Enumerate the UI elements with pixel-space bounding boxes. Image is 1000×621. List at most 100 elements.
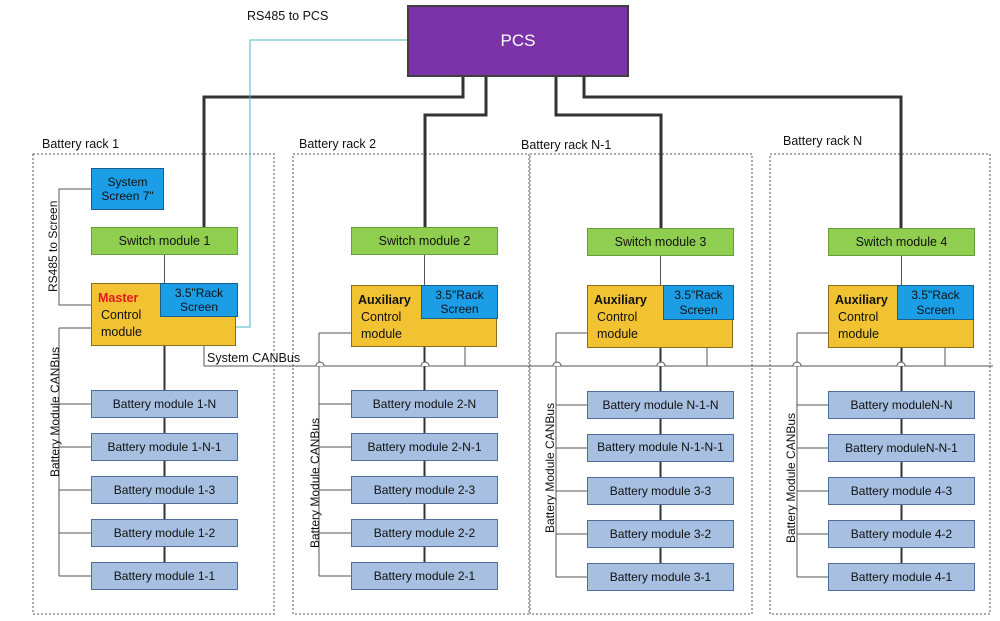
canbus-crossing-2 bbox=[420, 361, 430, 367]
battery-module-canbus-label-2: Battery Module CANBus bbox=[308, 417, 322, 548]
control-line3: module bbox=[838, 327, 879, 341]
system-screen-line2: Screen 7" bbox=[101, 189, 154, 203]
pcs-line-rack2 bbox=[423, 77, 488, 227]
battery-module: Battery module 4-1 bbox=[828, 563, 975, 591]
battery-module-canbus-label-3: Battery Module CANBus bbox=[543, 402, 557, 533]
battery-module: Battery moduleN-N bbox=[828, 391, 975, 419]
canbus-crossing-4 bbox=[656, 361, 666, 367]
switch-module-label: Switch module 4 bbox=[855, 234, 948, 249]
control-line3: module bbox=[361, 327, 402, 341]
canbus-crossing-1 bbox=[315, 361, 325, 367]
battery-module-label: Battery module N-1-N-1 bbox=[597, 440, 724, 455]
battery-module-label: Battery module 1-N-1 bbox=[107, 439, 222, 454]
rs485-pcs-line bbox=[236, 39, 407, 328]
switch-module-4: Switch module 4 bbox=[828, 228, 975, 256]
battery-module: Battery module 4-2 bbox=[828, 520, 975, 548]
switch-module-2: Switch module 2 bbox=[351, 227, 498, 255]
rack-screen-line2: Screen bbox=[179, 300, 219, 314]
battery-module: Battery module N-1-N-1 bbox=[587, 434, 734, 462]
battery-module: Battery module 1-1 bbox=[91, 562, 238, 590]
canbus-crossing-5 bbox=[792, 361, 802, 367]
battery-module-canbus-label-4: Battery Module CANBus bbox=[784, 412, 798, 543]
rack-screen-line2: Screen bbox=[679, 302, 718, 317]
battery-module: Battery module 3-2 bbox=[587, 520, 734, 548]
battery-module-label: Battery module 4-1 bbox=[850, 569, 953, 584]
battery-module: Battery module 2-N bbox=[351, 390, 498, 418]
rs485-screen-line bbox=[58, 188, 91, 306]
battery-module: Battery module 4-3 bbox=[828, 477, 975, 505]
rack-screen-line1: 3.5"Rack bbox=[911, 288, 960, 303]
battery-module-label: Battery module 3-3 bbox=[609, 483, 712, 498]
battery-module: Battery module N-1-N bbox=[587, 391, 734, 419]
system-screen-line1: System bbox=[107, 174, 148, 189]
rack-title-1: Battery rack 1 bbox=[42, 137, 120, 151]
rack-screen-line2: Screen bbox=[440, 302, 479, 316]
switch-module-label: Switch module 3 bbox=[614, 234, 707, 249]
control-line2: Control bbox=[361, 310, 402, 324]
switch-module-label: Switch module 2 bbox=[378, 233, 471, 248]
battery-module-label: Battery module 2-2 bbox=[373, 525, 476, 540]
rack-screen-line1: 3.5"Rack bbox=[435, 287, 484, 302]
rack-frame-3 bbox=[529, 153, 753, 615]
switch-module-label: Switch module 1 bbox=[118, 233, 211, 248]
rack-screen-line1: 3.5"Rack bbox=[674, 288, 723, 303]
battery-module-label: Battery module 1-2 bbox=[113, 525, 216, 540]
battery-module-label: Battery module 3-2 bbox=[609, 526, 712, 541]
battery-module-label: Battery module 4-2 bbox=[850, 526, 953, 541]
battery-module-label: Battery module 4-3 bbox=[850, 483, 953, 498]
control-line3: module bbox=[101, 325, 142, 339]
battery-module: Battery moduleN-N-1 bbox=[828, 434, 975, 462]
battery-module: Battery module 1-N bbox=[91, 390, 238, 418]
battery-module-label: Battery moduleN-N bbox=[850, 397, 953, 412]
rack-frame-2 bbox=[292, 153, 530, 615]
battery-module: Battery module 1-2 bbox=[91, 519, 238, 547]
rack-title-3: Battery rack N-1 bbox=[521, 138, 612, 152]
pcs-line-rack4 bbox=[582, 77, 903, 228]
battery-module-label: Battery moduleN-N-1 bbox=[845, 440, 958, 455]
battery-module-label: Battery module 1-3 bbox=[113, 482, 216, 497]
control-role-label: Auxiliary bbox=[358, 293, 411, 307]
battery-module: Battery module 3-1 bbox=[587, 563, 734, 591]
rack-title-2: Battery rack 2 bbox=[299, 137, 377, 151]
control-role-label: Auxiliary bbox=[835, 293, 888, 307]
canbus-crossing-3 bbox=[552, 361, 562, 367]
battery-module: Battery module 2-2 bbox=[351, 519, 498, 547]
battery-module-label: Battery module 3-1 bbox=[609, 569, 712, 584]
control-line2: Control bbox=[101, 308, 142, 322]
rs485-pcs-label: RS485 to PCS bbox=[247, 9, 329, 23]
battery-module-label: Battery module N-1-N bbox=[602, 397, 719, 412]
control-role-label: Auxiliary bbox=[594, 293, 647, 307]
battery-module: Battery module 3-3 bbox=[587, 477, 734, 505]
pcs-label: PCS bbox=[500, 30, 536, 50]
control-line2: Control bbox=[597, 310, 638, 324]
battery-module: Battery module 1-N-1 bbox=[91, 433, 238, 461]
control-role-label: Master bbox=[98, 291, 139, 305]
rack-screen-line2: Screen bbox=[916, 302, 955, 317]
pcs-line-rack3 bbox=[554, 77, 663, 228]
battery-module-label: Battery module 2-1 bbox=[373, 568, 476, 583]
rack-screen-line1: 3.5"Rack bbox=[174, 285, 224, 300]
battery-module-label: Battery module 2-3 bbox=[373, 482, 476, 497]
switch-module-1: Switch module 1 bbox=[91, 227, 238, 255]
battery-module: Battery module 2-3 bbox=[351, 476, 498, 504]
pcs-box: PCS bbox=[407, 5, 629, 77]
battery-module-label: Battery module 1-N bbox=[112, 396, 217, 411]
battery-module-label: Battery module 2-N-1 bbox=[367, 439, 482, 454]
rack-frame-4 bbox=[769, 153, 991, 615]
rack-frame-1 bbox=[32, 153, 275, 615]
control-line2: Control bbox=[838, 310, 879, 324]
battery-module: Battery module 2-N-1 bbox=[351, 433, 498, 461]
switch-module-3: Switch module 3 bbox=[587, 228, 734, 256]
rs485-screen-label: RS485 to Screen bbox=[46, 200, 60, 292]
battery-module: Battery module 2-1 bbox=[351, 562, 498, 590]
canbus-crossing-6 bbox=[896, 361, 906, 367]
pcs-line-rack1 bbox=[202, 77, 465, 227]
battery-module-canbus-label-1: Battery Module CANBus bbox=[48, 346, 62, 477]
system-canbus-label: System CANBus bbox=[207, 351, 301, 365]
